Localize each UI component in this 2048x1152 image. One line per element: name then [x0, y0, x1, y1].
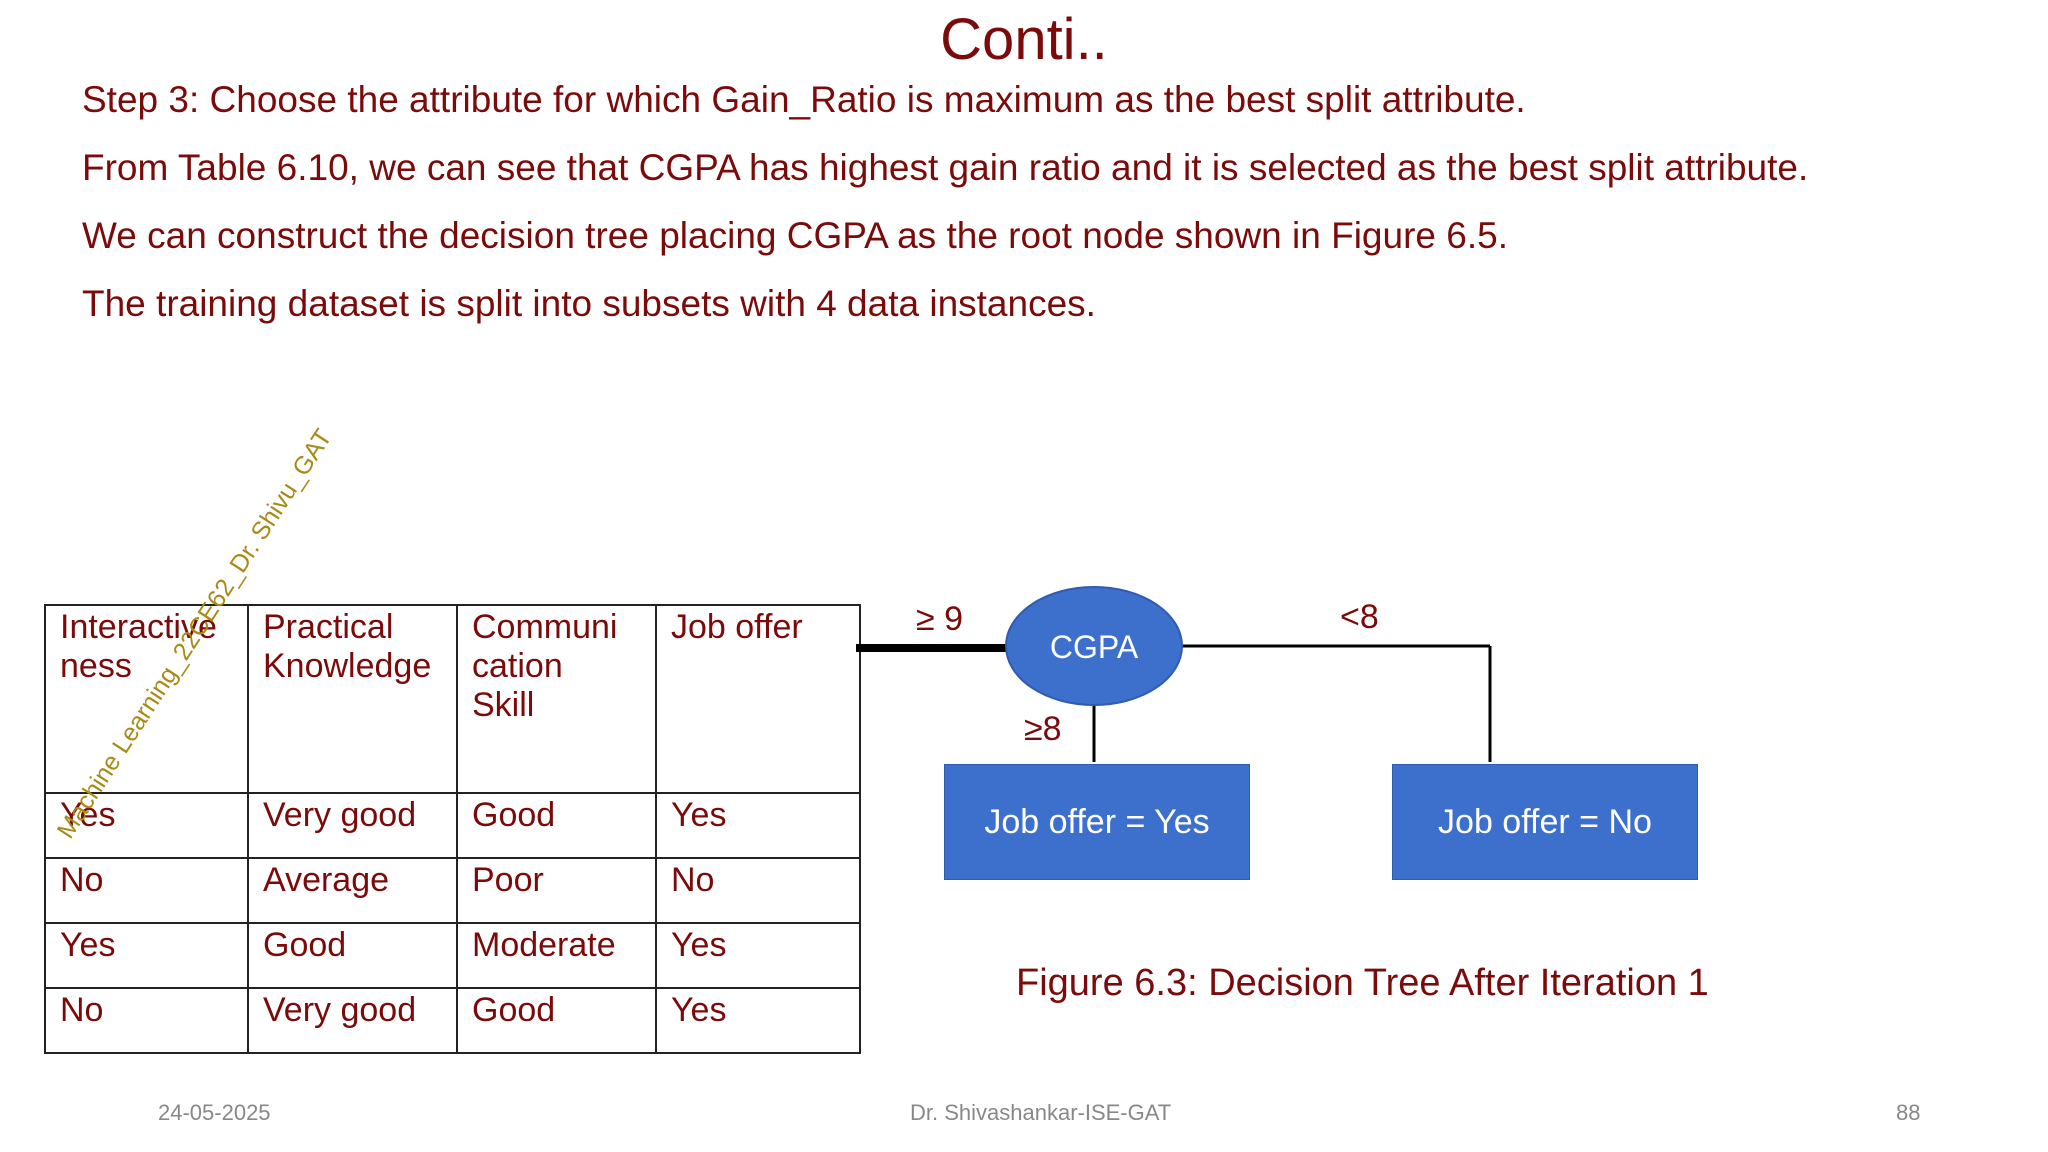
table-header-cell: Job offer	[655, 604, 861, 794]
edge-label-ge9: ≥ 9	[916, 600, 964, 638]
bullet-item: Step 3: Choose the attribute for which G…	[82, 79, 1526, 120]
table-cell: Good	[247, 922, 458, 989]
footer-author: Dr. Shivashankar-ISE-GAT	[910, 1100, 1172, 1125]
bullet-item: From Table 6.10, we can see that CGPA ha…	[82, 147, 1809, 188]
bullet-item: The training dataset is split into subse…	[82, 283, 1096, 324]
table-cell: No	[44, 857, 249, 924]
leaf-job-offer-yes: Job offer = Yes	[944, 764, 1250, 880]
footer-date: 24-05-2025	[158, 1100, 271, 1125]
table-row: Yes Very good Good Yes	[44, 792, 861, 859]
table-cell: Very good	[247, 987, 458, 1054]
leaf-label: Job offer = Yes	[984, 802, 1210, 841]
bullet-list: Step 3: Choose the attribute for which G…	[82, 72, 1808, 344]
table-row: No Average Poor No	[44, 857, 861, 924]
root-node-label: CGPA	[1050, 629, 1139, 665]
table-cell: Moderate	[456, 922, 657, 989]
edge-label-lt8: <8	[1340, 598, 1379, 636]
figure-caption: Figure 6.3: Decision Tree After Iteratio…	[1016, 962, 1709, 1004]
table-cell: Poor	[456, 857, 657, 924]
table-row: No Very good Good Yes	[44, 987, 861, 1054]
bullet-item: We can construct the decision tree placi…	[82, 215, 1508, 256]
table-cell: Very good	[247, 792, 458, 859]
table-cell: No	[44, 987, 249, 1054]
cgpa-root-node	[1005, 586, 1183, 706]
slide-title: Conti..	[940, 7, 1108, 72]
table-row: Yes Good Moderate Yes	[44, 922, 861, 989]
table-cell: Yes	[655, 922, 861, 989]
table-cell: Yes	[655, 987, 861, 1054]
table-cell: Yes	[44, 792, 249, 859]
table-cell: Good	[456, 987, 657, 1054]
table-cell: Yes	[655, 792, 861, 859]
table-cell: No	[655, 857, 861, 924]
table-cell: Average	[247, 857, 458, 924]
footer-page-number: 88	[1896, 1100, 1921, 1125]
edge-label-ge8: ≥8	[1024, 710, 1062, 748]
table-cell: Yes	[44, 922, 249, 989]
table-cell: Good	[456, 792, 657, 859]
leaf-job-offer-no: Job offer = No	[1392, 764, 1698, 880]
leaf-label: Job offer = No	[1438, 802, 1652, 841]
